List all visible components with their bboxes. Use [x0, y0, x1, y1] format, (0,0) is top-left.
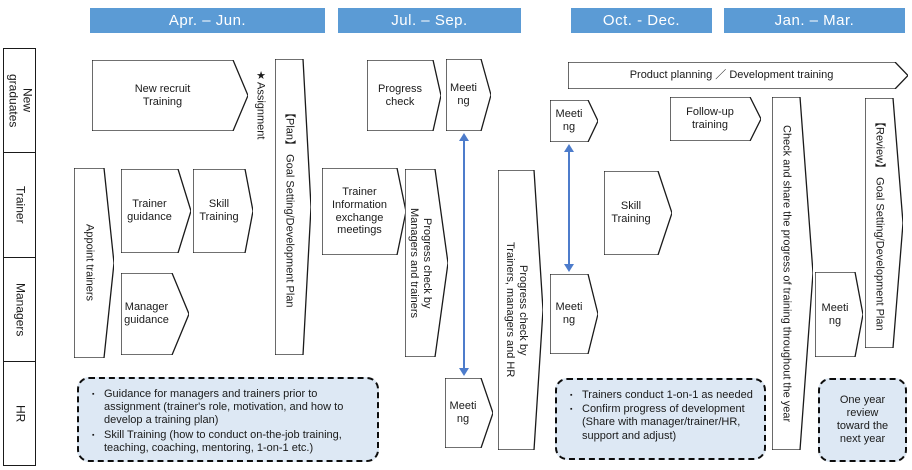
shape-meeting-oct-dec-bottom: Meeting: [550, 274, 598, 354]
plan-goal-setting-label: 【Plan】 Goal Setting/Development Plan: [283, 106, 296, 308]
shape-plan-goal-setting-bar: 【Plan】 Goal Setting/Development Plan: [275, 59, 311, 355]
meeting-label: Meeting: [555, 301, 583, 326]
shape-check-and-share-bar: Check and share the progress of training…: [772, 97, 813, 450]
lane-label-managers: Managers: [3, 257, 36, 362]
lane-label-new-graduates: New graduates: [3, 48, 36, 153]
shape-skill-training-apr-jun: Skill Training: [193, 169, 253, 253]
shape-progress-check-trainers-managers-hr: Progress check by Trainers, managers and…: [498, 170, 543, 450]
note-hr-apr-jun: Guidance for managers and trainers prior…: [77, 377, 379, 462]
progress-check-trainers-managers-hr-label: Progress check by Trainers, managers and…: [504, 242, 529, 378]
shape-meeting-jul-sep-bottom: Meeting: [445, 378, 493, 448]
note-hr-jan-mar: One year review toward the next year: [818, 378, 907, 462]
trainer-information-exchange-label: Trainer Information exchange meetings: [331, 185, 388, 237]
lane-label-text: New graduates: [6, 73, 35, 128]
lane-label-text: Managers: [13, 282, 28, 337]
meeting-label: Meeting: [821, 301, 849, 327]
arrow-up-icon: [564, 144, 574, 152]
arrow-down-icon: [459, 368, 469, 376]
lane-label-text: HR: [13, 404, 28, 423]
lane-label-hr: HR: [3, 361, 36, 466]
meeting-label: Meeting: [449, 400, 477, 425]
manager-guidance-label: Manager guidance: [124, 301, 169, 326]
quarter-header-oct-dec: Oct. - Dec.: [571, 8, 712, 33]
note-hr-oct-dec: Trainers conduct 1-on-1 as needed Confir…: [555, 378, 766, 460]
assignment-milestone-label: ★Assignment: [254, 68, 267, 140]
trainer-guidance-label: Trainer guidance: [127, 198, 172, 223]
connector-double-arrow-oct-dec: [563, 144, 575, 272]
note-list: Guidance for managers and trainers prior…: [91, 388, 367, 455]
shape-product-planning-training: Product planning ／ Development training: [568, 62, 908, 89]
shape-trainer-guidance: Trainer guidance: [121, 169, 191, 253]
shape-progress-check-managers-trainers: Progress check by Managers and trainers: [405, 169, 448, 357]
meeting-label: Meeting: [450, 82, 477, 107]
shape-manager-guidance: Manager guidance: [121, 273, 189, 355]
arrow-line: [568, 149, 570, 267]
shape-appoint-trainers: Appoint trainers: [74, 168, 114, 358]
arrow-up-icon: [459, 133, 469, 141]
skill-training-label: Skill Training: [199, 198, 239, 223]
quarter-header-jan-mar: Jan. – Mar.: [724, 8, 905, 33]
note-text: One year review toward the next year: [836, 393, 889, 446]
follow-up-training-label: Follow-up training: [686, 106, 734, 131]
progress-check-managers-trainers-label: Progress check by Managers and trainers: [408, 207, 433, 319]
shape-review-goal-setting-bar: 【Review】 Goal Setting/Development Plan: [865, 98, 903, 348]
shape-new-recruit-training: New recruit Training: [92, 60, 248, 131]
skill-training-label: Skill Training: [611, 200, 651, 225]
note-item: Skill Training (how to conduct on-the-jo…: [91, 429, 367, 455]
arrow-down-icon: [564, 264, 574, 272]
note-item: Trainers conduct 1-on-1 as needed: [569, 389, 754, 402]
shape-meeting-jul-sep-top: Meeting: [446, 59, 491, 131]
shape-trainer-information-exchange: Trainer Information exchange meetings: [322, 168, 406, 255]
meeting-label: Meeting: [555, 108, 583, 133]
quarter-header-apr-jun: Apr. – Jun.: [90, 8, 325, 33]
quarter-header-jul-sep: Jul. – Sep.: [338, 8, 521, 33]
product-planning-training-label: Product planning ／ Development training: [629, 69, 834, 82]
note-item: Confirm progress of development (Share w…: [569, 403, 754, 443]
shape-meeting-jan-mar: Meeting: [815, 272, 863, 357]
arrow-line: [463, 138, 465, 371]
shape-progress-check: Progress check: [367, 60, 441, 131]
new-recruit-training-label: New recruit Training: [134, 82, 191, 108]
note-item: Guidance for managers and trainers prior…: [91, 388, 367, 428]
lane-label-trainer: Trainer: [3, 152, 36, 258]
lane-label-text: Trainer: [13, 186, 28, 224]
shape-skill-training-oct-dec: Skill Training: [604, 171, 672, 255]
appoint-trainers-label: Appoint trainers: [83, 224, 96, 302]
review-goal-setting-label: 【Review】 Goal Setting/Development Plan: [873, 115, 886, 331]
note-list: Trainers conduct 1-on-1 as needed Confir…: [569, 389, 754, 443]
shape-meeting-oct-dec-top: Meeting: [550, 100, 598, 142]
progress-check-label: Progress check: [377, 82, 423, 108]
connector-double-arrow-jul-sep: [458, 133, 470, 376]
shape-follow-up-training: Follow-up training: [670, 97, 761, 141]
check-and-share-label: Check and share the progress of training…: [780, 124, 793, 423]
